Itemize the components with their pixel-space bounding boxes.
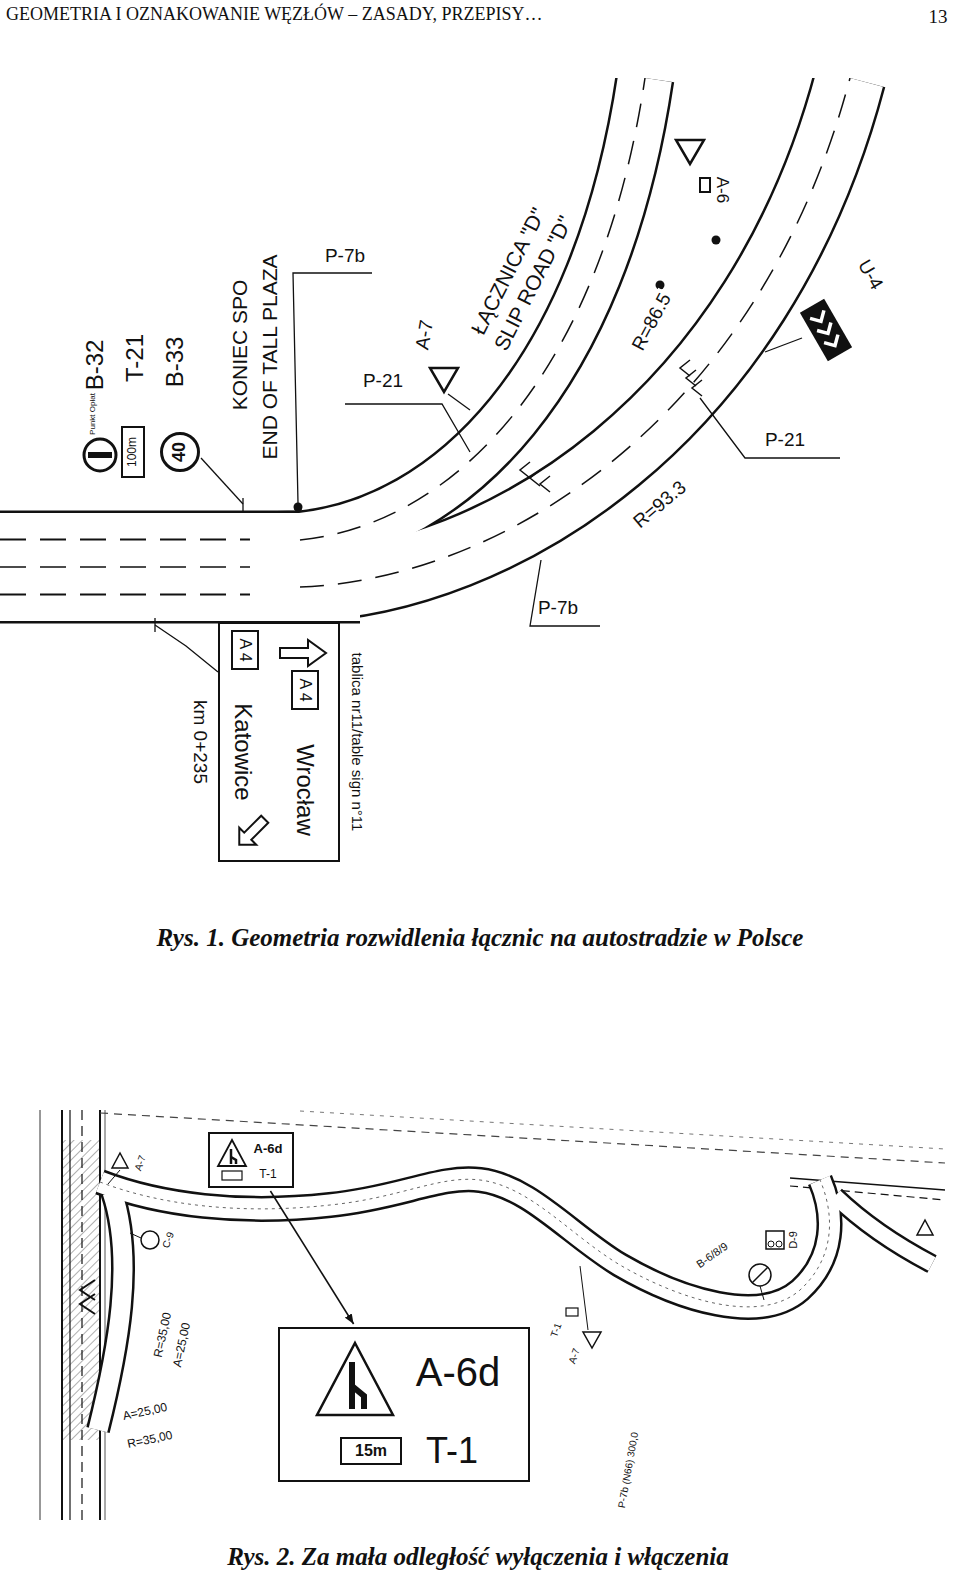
- curve-dimension: R=35,00: [124, 1428, 175, 1451]
- sign-code: A-6: [713, 175, 732, 205]
- radius-dimension: R=86.5: [627, 288, 676, 356]
- sign-callout-box: A-6dT-1: [208, 1132, 294, 1188]
- sign-text: T-1: [259, 1168, 276, 1181]
- route-number-box: A 4: [291, 670, 319, 710]
- marking-code: P-7b: [536, 598, 580, 619]
- running-header: GEOMETRIA I OZNAKOWANIE WĘZŁÓW – ZASADY,…: [6, 5, 542, 25]
- distance-plate: 15m: [340, 1437, 402, 1465]
- sign-code: U-4: [852, 255, 887, 295]
- chainage: km 0+235: [190, 698, 211, 786]
- marking-code: P-21: [361, 371, 405, 392]
- interchange-fork: [0, 78, 850, 587]
- sign-detail-box: 15m A-6dT-1: [278, 1327, 530, 1482]
- sign-text: Katowice: [230, 703, 256, 800]
- sign-text: A-6d: [416, 1350, 501, 1394]
- caption: Rys. 1. Geometria rozwidlenia łącznic na…: [155, 924, 806, 952]
- sign-code: A-7: [565, 1345, 582, 1367]
- sign-text: T-1: [426, 1431, 478, 1471]
- road-note: KONIEC SPO: [228, 278, 251, 413]
- sign-text: 15m: [355, 1442, 387, 1460]
- speed-limit-sign: 40: [160, 432, 200, 472]
- sign-note: Punkt Opłat: [89, 391, 98, 437]
- sign-heading: tablica nr11/table sign n°11: [349, 653, 366, 832]
- marking-code: P-21: [763, 430, 807, 451]
- sign-code: T-1: [548, 1319, 565, 1340]
- sign-code: D-9: [787, 1229, 799, 1251]
- caption: Rys. 2. Za mała odległość wyłączenia i w…: [225, 1543, 731, 1571]
- curve-dimension: A=25,00: [120, 1400, 171, 1423]
- curve-dimension: A=25,00: [170, 1320, 193, 1371]
- sign-code: A-7: [131, 1152, 148, 1174]
- sign-text: 100m: [126, 437, 139, 467]
- sign-code: A-7: [412, 317, 438, 354]
- page-number: 13: [927, 7, 950, 28]
- junction-plan: [40, 1110, 945, 1520]
- curve-dimension: R=35,00: [151, 1309, 174, 1360]
- alignment-note: P-7b (N66) 300,0: [616, 1429, 641, 1510]
- sign-text: A 4: [296, 678, 314, 701]
- direction-sign-board: A 4A 4tablica nr11/table sign n°11Wrocła…: [218, 622, 340, 862]
- sign-symbols: [108, 1140, 933, 1415]
- sign-code: B-32: [82, 338, 108, 393]
- route-number-box: A 4: [231, 630, 259, 670]
- leader-arrow: [270, 1191, 353, 1324]
- sign-plate: 100m: [121, 426, 144, 478]
- sign-text: Wrocław: [292, 744, 318, 836]
- sign-code: C-9: [159, 1229, 176, 1252]
- sign-text: 40: [170, 442, 190, 462]
- sign-code: B-33: [162, 335, 188, 390]
- marking-code: P-7b: [323, 246, 367, 267]
- sign-text: A-6d: [254, 1142, 283, 1156]
- sign-code: B-6/8/9: [692, 1239, 731, 1272]
- sign-code: T-21: [122, 332, 148, 384]
- sign-symbols: [84, 140, 852, 853]
- road-note: END OF TALL PLAZA: [258, 252, 281, 461]
- road-markings: [520, 360, 702, 492]
- sign-text: A 4: [236, 638, 254, 661]
